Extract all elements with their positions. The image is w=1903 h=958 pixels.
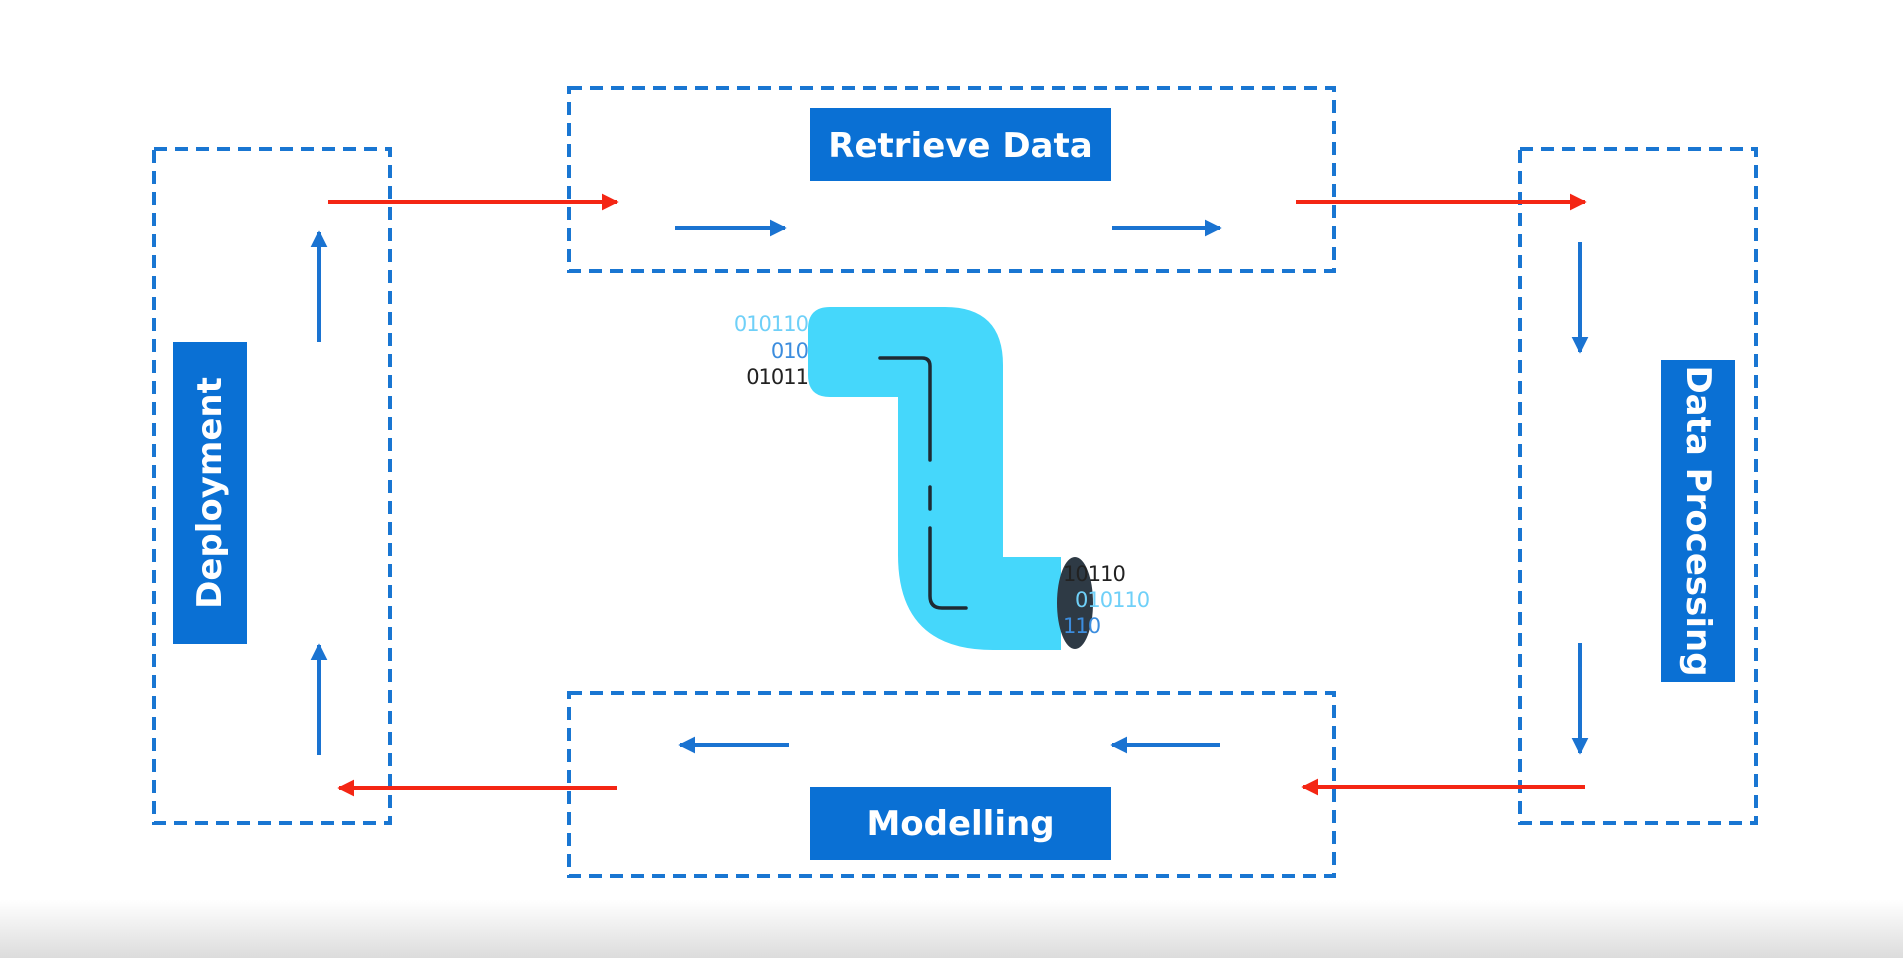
modelling-label: Modelling [866,804,1054,844]
input-bits-3: 01011 [746,365,808,389]
pipe-opening [1057,557,1093,649]
processing-label: Data Processing [1678,365,1718,676]
pipe-body [808,307,1061,650]
pipe-highlight [878,356,932,462]
retrieve-frame [567,86,1336,273]
modelling-frame [567,691,1336,878]
processing-stage: Data Processing [1518,147,1758,825]
deployment-label: Deployment [190,377,230,609]
deployment-frame [152,147,392,825]
output-bits-1: 10110 [1063,562,1125,586]
input-bits-1: 010110 [734,312,808,336]
retrieve-label-box [810,108,1111,181]
retrieve-label: Retrieve Data [828,126,1092,166]
deployment-label-box [173,342,247,644]
retrieve-stage: Retrieve Data [567,86,1336,273]
data-pipeline-icon: 010110 010 01011 10110 010110 110 [734,307,1150,650]
deployment-stage: Deployment [152,147,392,825]
modelling-label-box [810,787,1111,860]
footer-shadow [0,900,1903,958]
processing-label-box [1661,360,1735,682]
modelling-stage: Modelling [567,691,1336,878]
output-bits-3: 110 [1063,614,1100,638]
processing-frame [1518,147,1758,825]
input-bits-2: 010 [771,339,808,363]
pipe-highlight-lower [928,526,968,610]
output-bits-2: 010110 [1075,588,1149,612]
